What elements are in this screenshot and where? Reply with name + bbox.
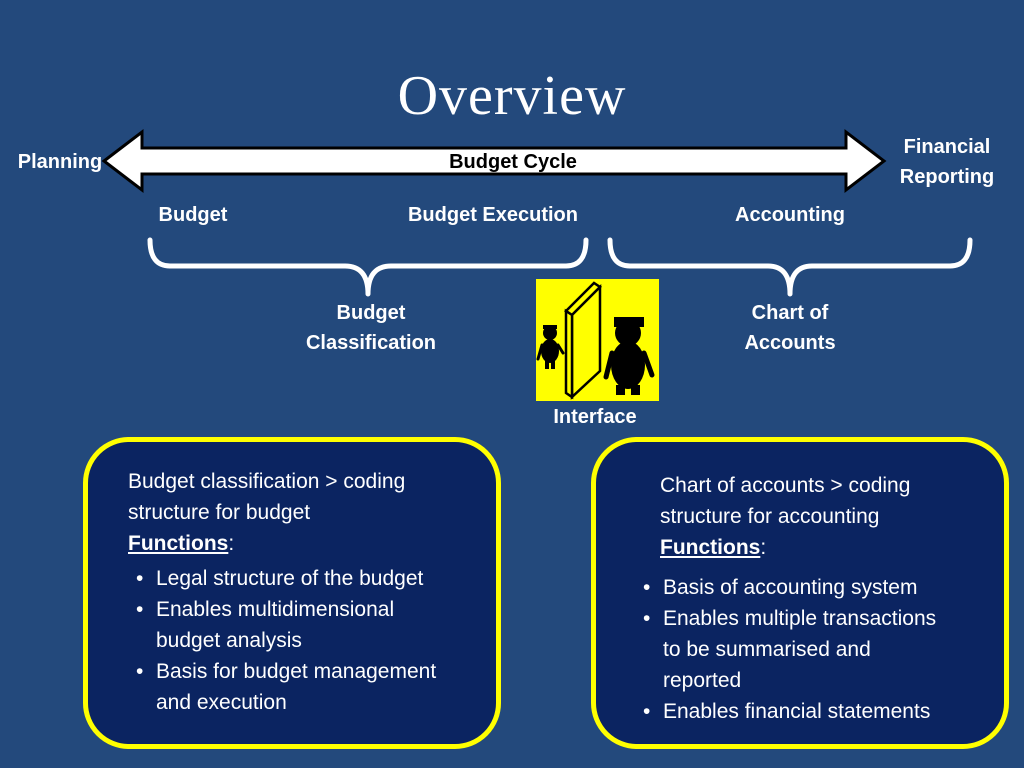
functions-heading: Functions [660, 536, 761, 559]
bullet-icon: • [136, 660, 144, 683]
right-brace [607, 237, 973, 297]
bullet-icon: • [136, 567, 144, 590]
box-left-line2: structure for budget [128, 501, 311, 524]
stage-accounting: Accounting [735, 204, 845, 226]
financial-reporting-line2: Reporting [899, 166, 995, 188]
bullet-text: reported [663, 669, 742, 692]
budget-classification-box: Budget classification > coding structure… [83, 437, 501, 749]
budget-classification-line1: Budget [336, 302, 406, 324]
bullet-icon: • [643, 607, 651, 630]
bullet-icon: • [643, 576, 651, 599]
bullet-text: Basis for budget management [156, 660, 437, 683]
budget-classification-line2: Classification [305, 332, 437, 354]
bullet-text: and execution [156, 691, 287, 714]
stage-budget-execution: Budget Execution [407, 204, 578, 226]
bullet-text: Enables multidimensional [156, 598, 395, 621]
financial-reporting-label: Financial Reporting [884, 132, 1010, 192]
list-item: • Enables multidimensional budget analysis [128, 594, 488, 656]
budget-classification-label: Budget Classification [286, 298, 456, 358]
functions-heading: Functions [128, 532, 229, 555]
chart-of-accounts-box: Chart of accounts > coding structure for… [591, 437, 1009, 749]
left-brace [147, 237, 589, 297]
list-item: • Basis for budget management and executio… [128, 656, 488, 718]
bullet-text: Enables multiple transactions [663, 607, 937, 630]
bullet-text: Basis of accounting system [663, 576, 918, 599]
budget-cycle-arrow [101, 128, 887, 194]
planning-label: Planning [17, 151, 103, 173]
list-item: • Enables financial statements [635, 696, 995, 727]
chart-of-accounts-line2: Accounts [744, 332, 836, 354]
two-figures-wall-icon [536, 281, 655, 400]
bullet-text: budget analysis [156, 629, 302, 652]
chart-of-accounts-line1: Chart of [751, 302, 829, 324]
bullet-text: Enables financial statements [663, 700, 931, 723]
chart-of-accounts-label: Chart of Accounts [710, 298, 870, 358]
financial-reporting-line1: Financial [903, 136, 991, 158]
list-item: • Legal structure of the budget [128, 563, 488, 594]
stage-budget: Budget [158, 204, 228, 226]
bullet-text: Legal structure of the budget [156, 567, 424, 590]
functions-colon: : [228, 532, 235, 555]
bullet-icon: • [643, 700, 651, 723]
box-right-line2: structure for accounting [660, 505, 880, 528]
interface-icon [536, 279, 659, 401]
box-right-functions: Functions: [660, 532, 1000, 563]
box-right-line1: Chart of accounts > coding [660, 474, 911, 497]
interface-label: Interface [553, 406, 637, 428]
box-left-functions: Functions: [128, 528, 488, 559]
box-left-bullets: • Legal structure of the budget • Enables … [128, 563, 488, 718]
list-item: • Enables multiple transactions to be summ… [635, 603, 995, 696]
functions-colon: : [760, 536, 767, 559]
box-left-line1: Budget classification > coding [128, 470, 406, 493]
budget-cycle-label: Budget Cycle [449, 151, 577, 173]
slide-title: Overview [397, 65, 627, 127]
bullet-text: to be summarised and [663, 638, 871, 661]
bullet-icon: • [136, 598, 144, 621]
list-item: • Basis of accounting system [635, 572, 995, 603]
box-right-bullets: • Basis of accounting system • Enables mul… [635, 572, 995, 727]
